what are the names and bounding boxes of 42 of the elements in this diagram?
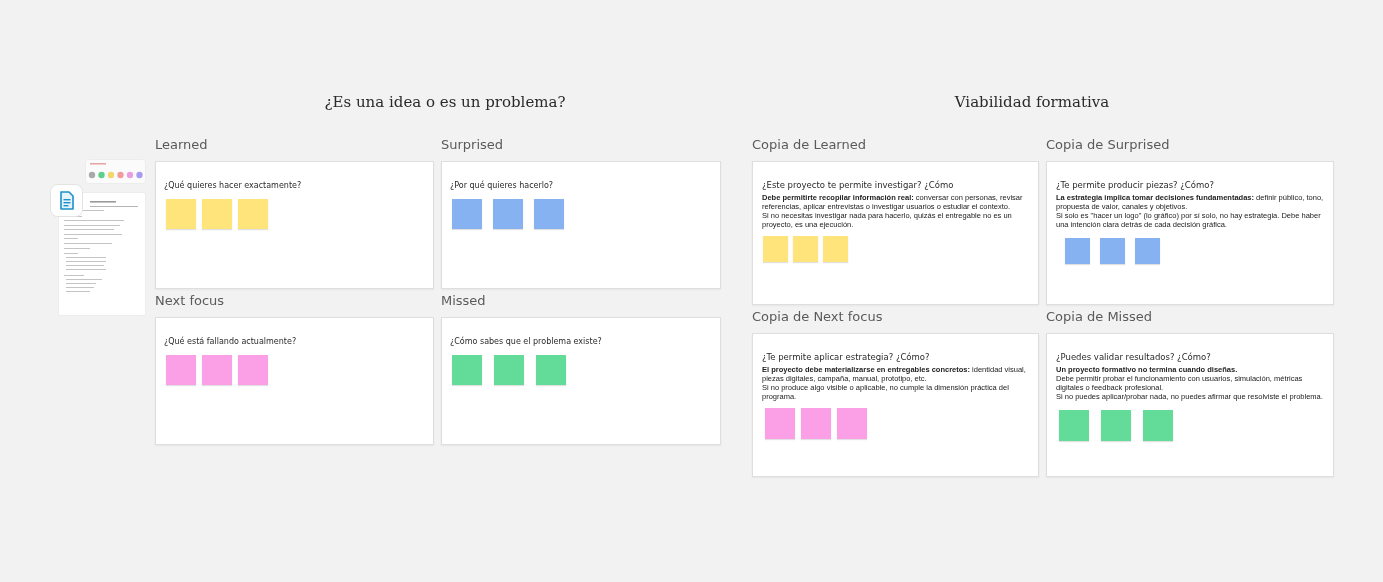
question-text: ¿Qué quieres hacer exactamente? xyxy=(164,181,302,190)
sticky-note xyxy=(1143,410,1173,441)
frame-title: Copia de Learned xyxy=(752,137,866,153)
frame-title: Surprised xyxy=(441,137,504,153)
frame-title: Copia de Surprised xyxy=(1046,137,1170,153)
sticky-note xyxy=(1135,238,1160,264)
sticky-note xyxy=(801,408,831,439)
sticky-note xyxy=(1065,238,1090,264)
frame-title: Learned xyxy=(155,137,208,153)
question-text: ¿Te permite producir piezas? ¿Cómo? xyxy=(1056,180,1214,190)
sticky-note xyxy=(238,355,268,385)
frame-title: Copia de Next focus xyxy=(752,309,883,325)
sticky-note xyxy=(493,199,523,229)
sticky-note xyxy=(837,408,867,439)
board-title: ¿Es una idea o es un problema? xyxy=(324,93,566,111)
sticky-note xyxy=(202,355,232,385)
question-text: ¿Cómo sabes que el problema existe? xyxy=(450,337,602,346)
sticky-note xyxy=(166,355,196,385)
sticky-note xyxy=(452,355,482,385)
sticky-note xyxy=(765,408,795,439)
sticky-note xyxy=(534,199,564,229)
sticky-note xyxy=(793,236,818,262)
sticky-note xyxy=(536,355,566,385)
question-text: ¿Puedes validar resultados? ¿Cómo? xyxy=(1056,352,1211,362)
sticky-note xyxy=(1100,238,1125,264)
sticky-note xyxy=(494,355,524,385)
sticky-note xyxy=(238,199,268,229)
sticky-note xyxy=(1059,410,1089,441)
frame-title: Next focus xyxy=(155,293,225,309)
sticky-note xyxy=(166,199,196,229)
board-title: Viabilidad formativa xyxy=(954,93,1110,111)
question-text: ¿Por qué quieres hacerlo? xyxy=(450,181,554,190)
question-text: ¿Te permite aplicar estrategia? ¿Cómo? xyxy=(762,352,930,362)
sticky-note xyxy=(823,236,848,262)
frame-title: Missed xyxy=(441,293,486,309)
frame-title: Copia de Missed xyxy=(1046,309,1152,325)
sticky-note xyxy=(763,236,788,262)
sticky-note xyxy=(452,199,482,229)
question-text: ¿Qué está fallando actualmente? xyxy=(164,337,297,346)
sticky-note xyxy=(1101,410,1131,441)
sticky-note xyxy=(202,199,232,229)
question-text: ¿Este proyecto te permite investigar? ¿Cómo xyxy=(762,180,954,190)
